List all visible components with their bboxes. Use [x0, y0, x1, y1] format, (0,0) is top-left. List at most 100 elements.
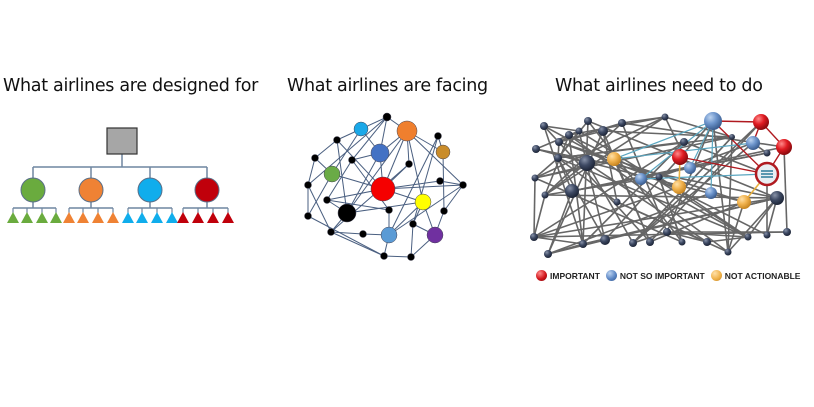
network-node — [435, 144, 451, 160]
branch-node — [78, 177, 104, 203]
important-edge — [679, 156, 768, 175]
not-actionable-node — [737, 195, 751, 209]
legend-important-swatch — [536, 270, 547, 281]
network-edge — [533, 236, 584, 245]
network-edge — [578, 130, 606, 241]
network-edge — [533, 231, 788, 238]
minor-node — [531, 174, 539, 182]
not-so-important-node — [705, 187, 717, 199]
network-edge — [533, 141, 685, 238]
network-node — [380, 226, 398, 244]
title-need-to-do: What airlines need to do — [555, 76, 763, 96]
leaf-triangle — [192, 212, 204, 223]
important-node — [776, 139, 792, 155]
network-edge — [544, 194, 778, 199]
network-edge — [544, 134, 570, 196]
minor-node — [770, 191, 784, 205]
network-edge — [602, 130, 733, 138]
network-node — [459, 181, 467, 189]
leaf-triangle — [7, 212, 19, 223]
minor-node — [579, 240, 587, 248]
network-node — [409, 220, 417, 228]
network-edge — [568, 116, 666, 136]
leaf-triangle — [77, 212, 89, 223]
important-node — [672, 149, 688, 165]
minor-node — [598, 126, 608, 136]
minor-node — [680, 138, 688, 146]
network-edge — [683, 141, 768, 175]
not-so-important-node — [684, 162, 696, 174]
network-node — [414, 193, 432, 211]
minor-node — [544, 250, 552, 258]
network-node — [348, 156, 356, 164]
minor-node — [783, 228, 791, 236]
minor-node — [729, 134, 735, 140]
network-edge — [307, 215, 385, 257]
leaf-triangle — [21, 212, 33, 223]
minor-node — [678, 238, 686, 246]
minor-node — [554, 154, 562, 162]
network-edge — [326, 159, 353, 201]
network-edge — [410, 223, 414, 258]
minor-node — [541, 191, 549, 199]
network-edge — [632, 121, 762, 244]
network-edge — [712, 120, 729, 253]
network-edge — [388, 135, 439, 236]
network-edge — [649, 121, 762, 243]
priority-edge — [710, 120, 714, 194]
network-edge — [783, 146, 788, 233]
not-actionable-node — [607, 152, 621, 166]
network-node — [396, 120, 418, 142]
network-node — [323, 165, 341, 183]
leaf-triangle — [177, 212, 189, 223]
not-so-important-node — [746, 136, 760, 150]
branch-node — [194, 177, 220, 203]
network-edge — [351, 116, 388, 161]
network-edge — [533, 194, 546, 238]
network-node — [359, 230, 367, 238]
network-node — [370, 143, 390, 163]
network-node — [323, 196, 331, 204]
leaf-triangle — [222, 212, 234, 223]
legend-not-so-important-label: NOT SO IMPORTANT — [619, 270, 705, 281]
network-node — [337, 203, 357, 223]
network-edge — [613, 158, 651, 243]
network-edge — [568, 134, 768, 236]
minor-node — [575, 127, 583, 135]
network-edge — [534, 157, 559, 179]
network-edge — [439, 180, 464, 186]
not-actionable-node — [672, 180, 686, 194]
legend-important-label: IMPORTANT — [550, 270, 600, 281]
network-edge — [406, 130, 464, 186]
legend-not-so-important-swatch — [605, 270, 617, 281]
network-edge — [412, 135, 439, 225]
network-edge — [571, 146, 785, 192]
legend-not-actionable-swatch — [710, 270, 722, 281]
priority-edge — [613, 120, 714, 160]
network-edge — [326, 199, 390, 211]
network-edge — [616, 201, 708, 243]
root-node — [106, 127, 138, 155]
minor-node — [629, 239, 637, 247]
network-edge — [666, 231, 749, 238]
network-node — [353, 121, 369, 137]
leaf-triangle — [151, 212, 163, 223]
minor-node — [724, 248, 732, 256]
network-edge — [587, 120, 683, 243]
network-edge — [406, 130, 424, 203]
network-edge — [706, 236, 749, 243]
network-edge — [727, 197, 778, 253]
network-edge — [346, 130, 408, 214]
network-node — [327, 228, 335, 236]
network-node — [311, 154, 319, 162]
minor-node — [663, 228, 671, 236]
minor-node — [584, 117, 592, 125]
network-node — [370, 176, 396, 202]
minor-node — [530, 233, 538, 241]
network-node — [380, 252, 388, 260]
network-node — [434, 132, 442, 140]
legend-not-actionable-label: NOT ACTIONABLE — [724, 270, 801, 281]
branch-node — [20, 177, 46, 203]
network-edge — [557, 141, 685, 159]
